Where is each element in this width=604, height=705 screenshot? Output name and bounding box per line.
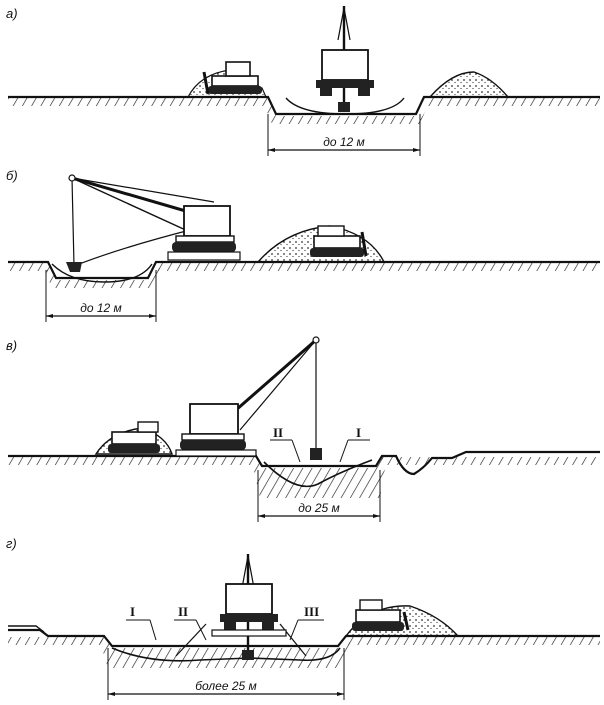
ground-hatch [424,98,600,106]
zone-label-iii: III [304,604,319,619]
bucket-icon [310,448,322,460]
ground-hatch [346,637,600,645]
zone-label-i: I [356,425,361,440]
zone-label-ii: II [178,604,188,619]
ground-hatch [8,98,268,106]
panel-c: в) II I [6,336,600,522]
excavation-profile [285,97,405,115]
vertical-rig [316,6,374,112]
dragline-crane [175,336,322,460]
dimension-line [45,270,157,322]
panel-a-tag: а) [6,6,18,21]
trench-hatch [100,637,350,668]
excavation-profile [51,263,153,283]
bulldozer [202,61,262,95]
embankment-edge [8,625,45,633]
trench-hatch [264,98,428,124]
excavation-profile [111,647,341,662]
panel-a: а) [6,6,600,156]
ground-surface [8,260,600,280]
panel-c-tag: в) [6,338,17,353]
bulldozer [310,225,368,257]
panel-d-tag: г) [6,536,17,551]
ground-hatch [156,263,600,271]
panel-d: г) I II III [6,536,600,700]
dimension-label: до 25 м [298,501,340,515]
spoil-heap [428,71,510,98]
ground-hatch [8,263,48,271]
dimension-label: до 12 м [80,301,122,315]
ground-hatch [8,637,104,645]
dimension-label: более 25 м [195,679,257,693]
panel-b: б) [6,168,600,322]
bulldozer [108,421,160,453]
dimension-line [257,470,381,522]
dragline-crane [66,174,241,272]
dimension-line [107,648,345,700]
excavation-profile [263,459,373,488]
trench-hatch [44,263,160,288]
zone-label-ii: II [273,425,283,440]
vertical-rig [211,554,287,660]
bulldozer [352,599,410,631]
ground-hatch [382,457,600,465]
zone-divider [279,623,307,657]
trench-hatch [252,457,386,498]
panel-b-tag: б) [6,168,18,183]
dimension-label: до 12 м [323,135,365,149]
bucket-icon [66,262,82,272]
dimension-line [267,114,421,156]
zone-label-i: I [130,604,135,619]
ground-hatch [8,457,256,465]
ground-surface [8,628,600,648]
